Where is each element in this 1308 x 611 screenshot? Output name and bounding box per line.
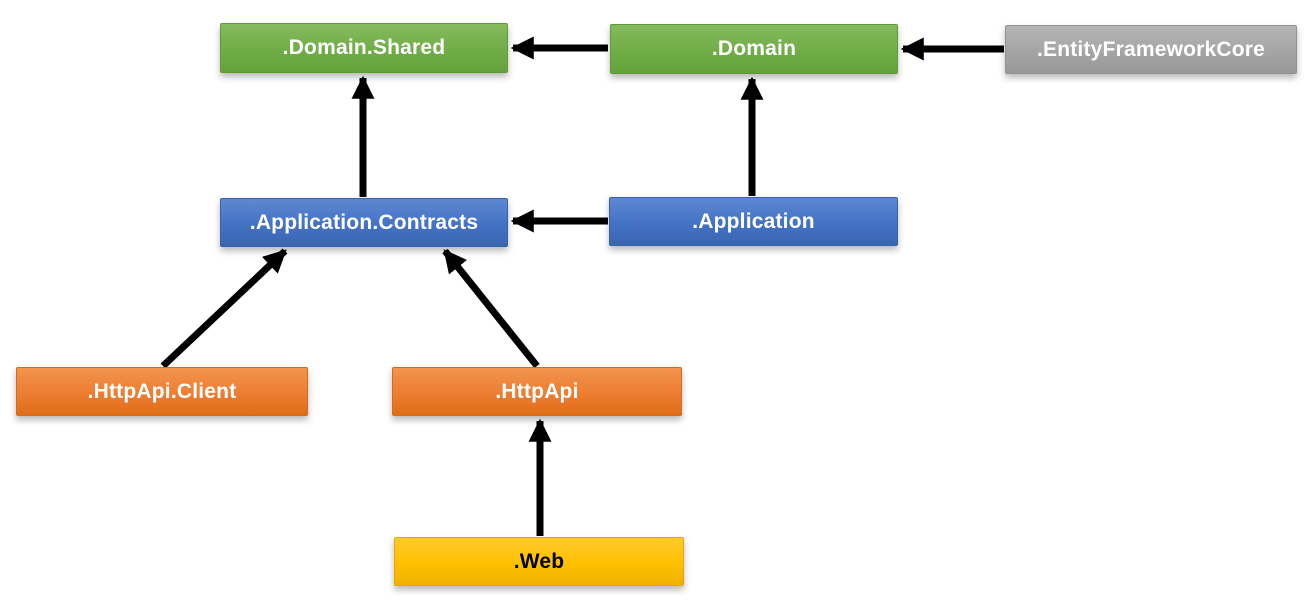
node-httpapi: .HttpApi	[392, 367, 682, 416]
node-application: .Application	[609, 197, 898, 246]
node-label-entity-framework-core: .EntityFrameworkCore	[1036, 37, 1266, 61]
node-label-application: .Application	[692, 209, 815, 233]
node-label-httpapi: .HttpApi	[495, 379, 579, 403]
node-entity-framework-core: .EntityFrameworkCore	[1005, 25, 1297, 74]
node-domain: .Domain	[610, 24, 898, 74]
node-label-domain: .Domain	[711, 37, 797, 60]
node-label-application-contracts: .Application.Contracts	[249, 210, 479, 234]
node-domain-shared: .Domain.Shared	[220, 23, 508, 73]
node-web: .Web	[394, 537, 684, 586]
node-label-domain-shared: .Domain.Shared	[282, 36, 446, 59]
node-label-web: .Web	[513, 549, 565, 573]
node-httpapi-client: .HttpApi.Client	[16, 367, 308, 416]
node-application-contracts: .Application.Contracts	[220, 198, 508, 247]
edge-httpapi-client-to-application-contracts	[160, 248, 288, 369]
node-label-httpapi-client: .HttpApi.Client	[87, 379, 237, 403]
edge-httpapi-to-application-contracts	[442, 248, 540, 369]
